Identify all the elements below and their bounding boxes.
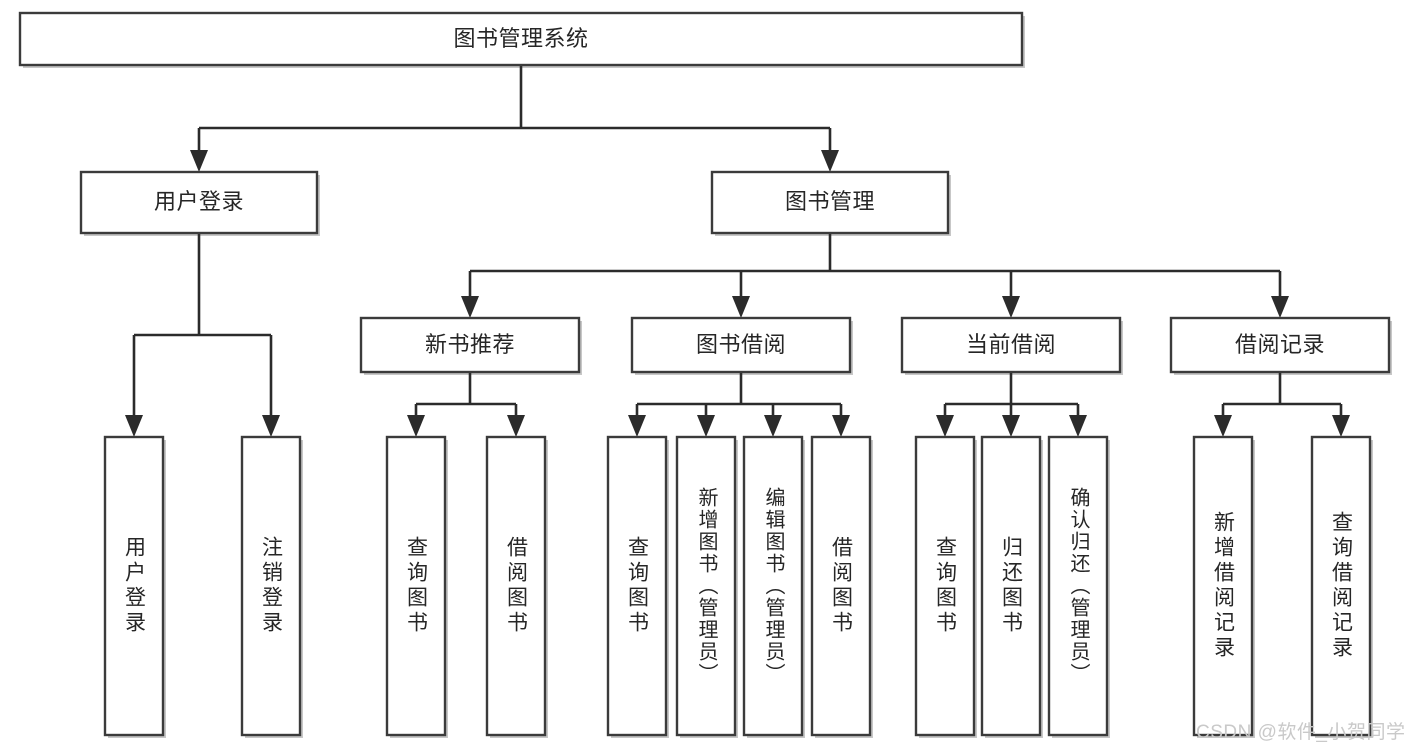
node-box-leaf-query-book-recommend[interactable] (385, 435, 447, 737)
node-box-leaf-confirm-return-admin[interactable] (1047, 435, 1109, 737)
arrow-head (628, 415, 646, 437)
node-box-current-borrow[interactable] (900, 316, 1122, 374)
node-box-book-management[interactable] (710, 170, 950, 235)
arrow-head (1214, 415, 1232, 437)
node-box-user-login[interactable] (79, 170, 319, 235)
arrow-head (407, 415, 425, 437)
arrow-head (507, 415, 525, 437)
node-box-book-borrow[interactable] (630, 316, 852, 374)
arrow-head (1002, 415, 1020, 437)
node-box-leaf-add-borrow-record[interactable] (1192, 435, 1254, 737)
arrow-head (1332, 415, 1350, 437)
node-box-leaf-query-book-current[interactable] (914, 435, 976, 737)
node-box-leaf-borrow-book-recommend[interactable] (485, 435, 547, 737)
node-box-borrow-record[interactable] (1169, 316, 1391, 374)
arrow-head (190, 150, 208, 172)
arrow-head (764, 415, 782, 437)
arrow-head (1069, 415, 1087, 437)
node-box-new-book-recommend[interactable] (359, 316, 581, 374)
arrow-head (732, 296, 750, 318)
arrow-head (461, 296, 479, 318)
arrow-head (1271, 296, 1289, 318)
arrow-head (262, 415, 280, 437)
node-box-layer (18, 11, 1391, 737)
node-box-leaf-add-book-admin[interactable] (675, 435, 737, 737)
connector-layer (125, 65, 1350, 437)
node-box-leaf-borrow-book[interactable] (810, 435, 872, 737)
arrow-head (936, 415, 954, 437)
node-box-root[interactable] (18, 11, 1024, 67)
node-box-leaf-edit-book-admin[interactable] (742, 435, 804, 737)
node-box-leaf-user-login[interactable] (103, 435, 165, 737)
node-box-leaf-return-book[interactable] (980, 435, 1042, 737)
arrow-head (1002, 296, 1020, 318)
arrow-head (697, 415, 715, 437)
node-box-leaf-query-borrow-record[interactable] (1310, 435, 1372, 737)
arrow-head (125, 415, 143, 437)
arrow-head (832, 415, 850, 437)
node-box-leaf-query-book-borrow[interactable] (606, 435, 668, 737)
arrow-head (821, 150, 839, 172)
csdn-watermark: CSDN @软件_小贺同学 (1196, 722, 1405, 743)
node-box-leaf-logout-login[interactable] (240, 435, 302, 737)
